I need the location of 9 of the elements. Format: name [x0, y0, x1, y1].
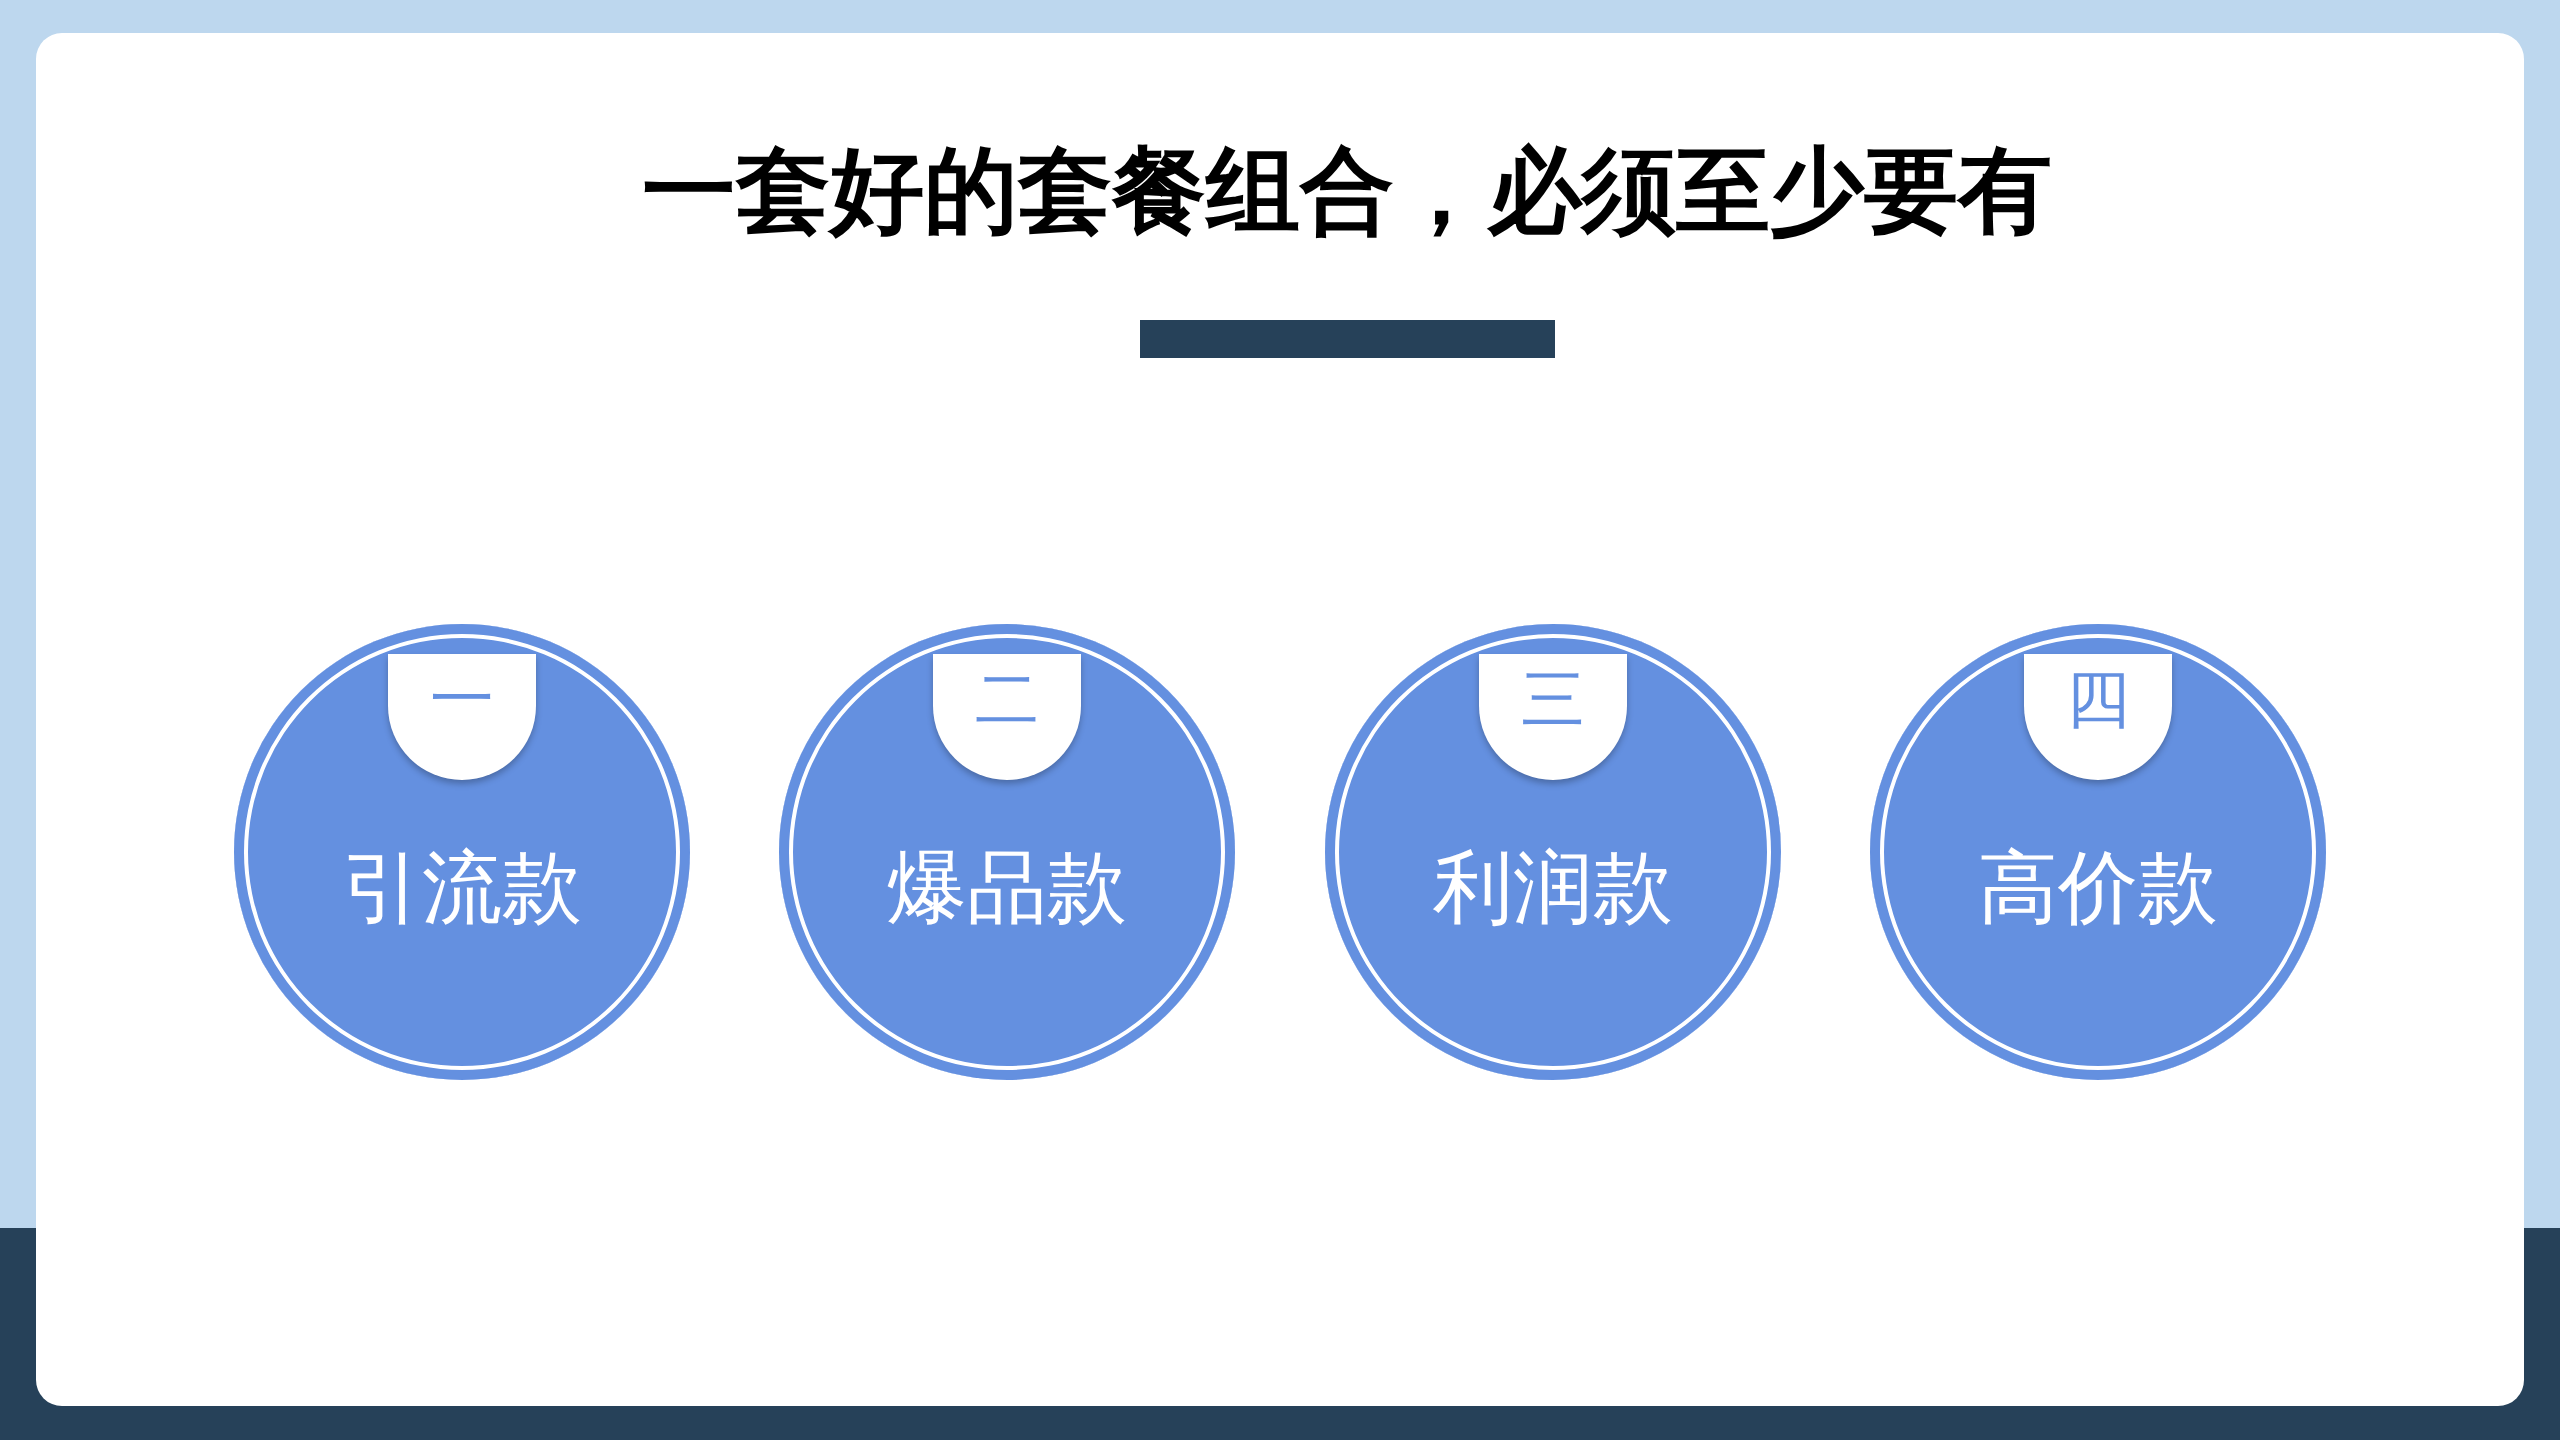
category-label: 引流款	[341, 842, 583, 934]
title: 一套好的套餐组合，必须至少要有	[642, 136, 2052, 245]
category-label: 高价款	[1977, 842, 2219, 934]
number-tab: 二	[933, 654, 1081, 780]
category-label: 利润款	[1432, 842, 1674, 934]
category-label: 爆品款	[886, 842, 1128, 934]
number-tab: 四	[2024, 654, 2172, 780]
number-tab: 一	[388, 654, 536, 780]
number-tab: 三	[1479, 654, 1627, 780]
